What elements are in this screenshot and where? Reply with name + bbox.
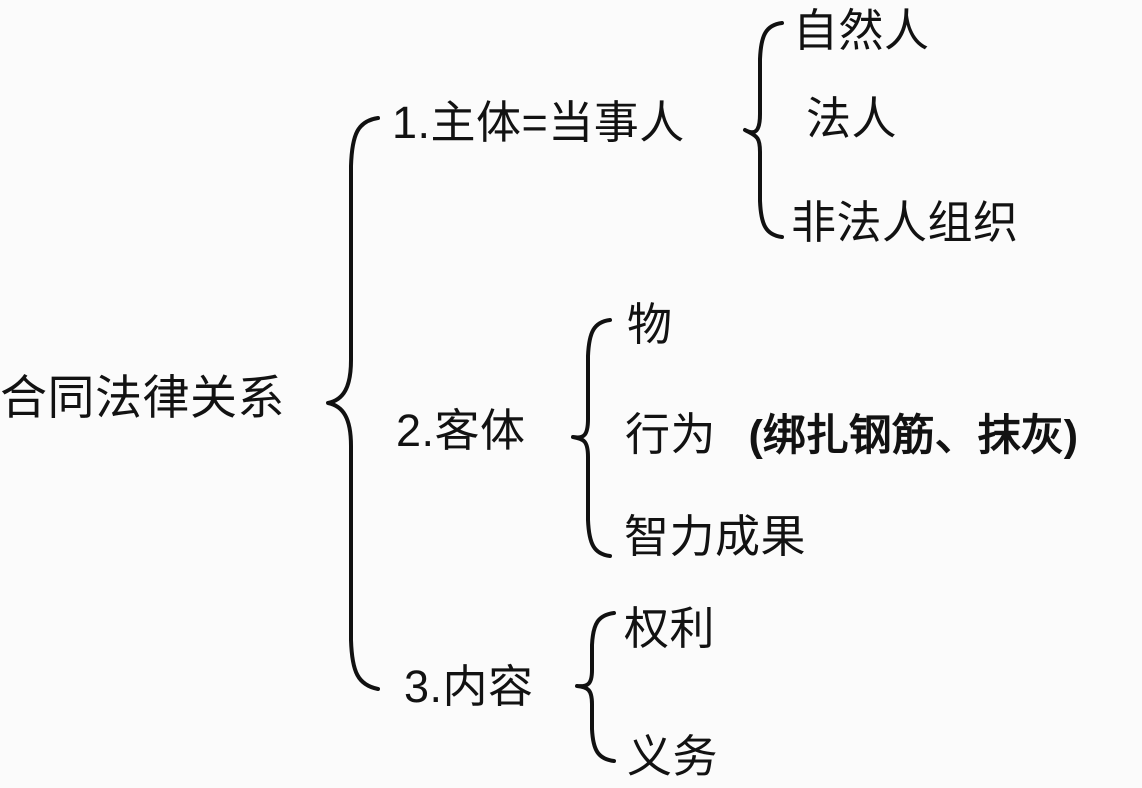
branch-3-child-2-label: 义务	[627, 731, 719, 782]
branch-2-child-2-label: 行为	[625, 409, 717, 460]
branch-1-child-1-label: 自然人	[793, 5, 930, 56]
branch-1-child-2-label: 法人	[806, 93, 898, 144]
main-brace	[322, 112, 382, 700]
branch-2-child-1-label: 物	[627, 299, 673, 350]
branch-2-child-2-row: 行为 (绑扎钢筋、抹灰)	[625, 412, 1078, 458]
branch-1-label: 1.主体=当事人	[392, 97, 685, 148]
branch-1-child-3-label: 非法人组织	[791, 197, 1019, 248]
branch-3-brace	[572, 608, 618, 766]
branch-1-brace	[740, 18, 786, 242]
branch-3-label: 3.内容	[404, 661, 534, 712]
branch-2-brace	[568, 315, 614, 561]
root-node-label: 合同法律关系	[0, 371, 285, 424]
branch-2-child-3-label: 智力成果	[624, 511, 807, 562]
branch-2-label: 2.客体	[396, 405, 526, 456]
branch-2-child-2-note: (绑扎钢筋、抹灰)	[748, 412, 1079, 460]
branch-3-child-1-label: 权利	[624, 603, 716, 654]
